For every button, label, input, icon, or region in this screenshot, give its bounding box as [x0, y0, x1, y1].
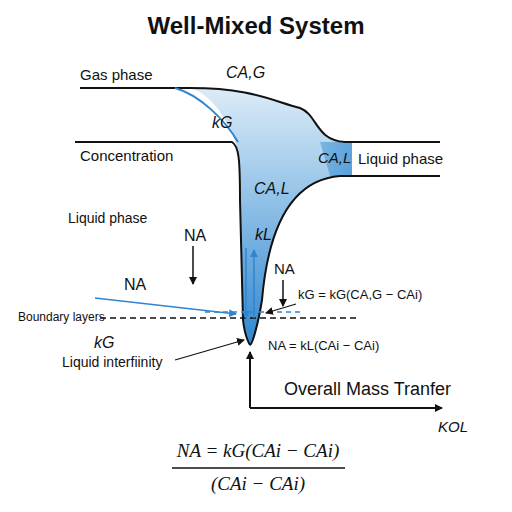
axis-arrow: [249, 352, 251, 408]
flux-label: NA: [124, 276, 146, 294]
rate-equation: NA = kL(CAi − CAi): [268, 339, 379, 354]
fraction-bar: [172, 467, 345, 469]
gas-interface-line: [80, 88, 440, 142]
axis-arrow: [250, 407, 442, 409]
phase-label: Liquid phase: [68, 210, 147, 226]
equation-denominator: (CAi − CAi): [211, 473, 305, 495]
concentration-symbol: CA,L: [254, 180, 290, 198]
flux-arrow: [282, 280, 284, 306]
title: Well-Mixed System: [148, 12, 365, 40]
flux-arrow-up: [253, 250, 255, 318]
flux-arrow-blue: [95, 298, 236, 314]
liquid-line: [250, 176, 440, 345]
coefficient-label: kG: [94, 334, 114, 352]
concentration-symbol: CA,L: [318, 149, 351, 166]
equation-numerator: NA = kG(CAi − CAi): [177, 440, 340, 462]
interface-label: Liquid interfiinity: [62, 354, 162, 370]
concentration-symbol: CA,G: [226, 64, 265, 82]
flux-label: NA: [274, 260, 295, 277]
leader-arrow: [175, 340, 244, 360]
flux-arrow-down: [245, 248, 247, 318]
phase-label: Liquid phase: [358, 150, 443, 167]
boundary-line: [100, 317, 360, 319]
blue-curve: [175, 88, 238, 142]
axis-label: Overall Mass Tranfer: [284, 379, 451, 400]
leader-arrow: [266, 304, 296, 313]
boundary-label: Boundary layers: [18, 311, 105, 325]
axis-label: Concentration: [80, 147, 173, 164]
flux-label: NA: [184, 227, 206, 245]
flux-arrow: [192, 246, 194, 284]
axis-label: KOL: [438, 418, 468, 435]
rate-equation: kG = kG(CA,G − CAi): [298, 288, 422, 303]
funnel-fill: [190, 88, 352, 345]
coefficient-label: kG: [212, 114, 232, 132]
coefficient-label: kL: [255, 226, 272, 244]
phase-label: Gas phase: [80, 66, 153, 83]
